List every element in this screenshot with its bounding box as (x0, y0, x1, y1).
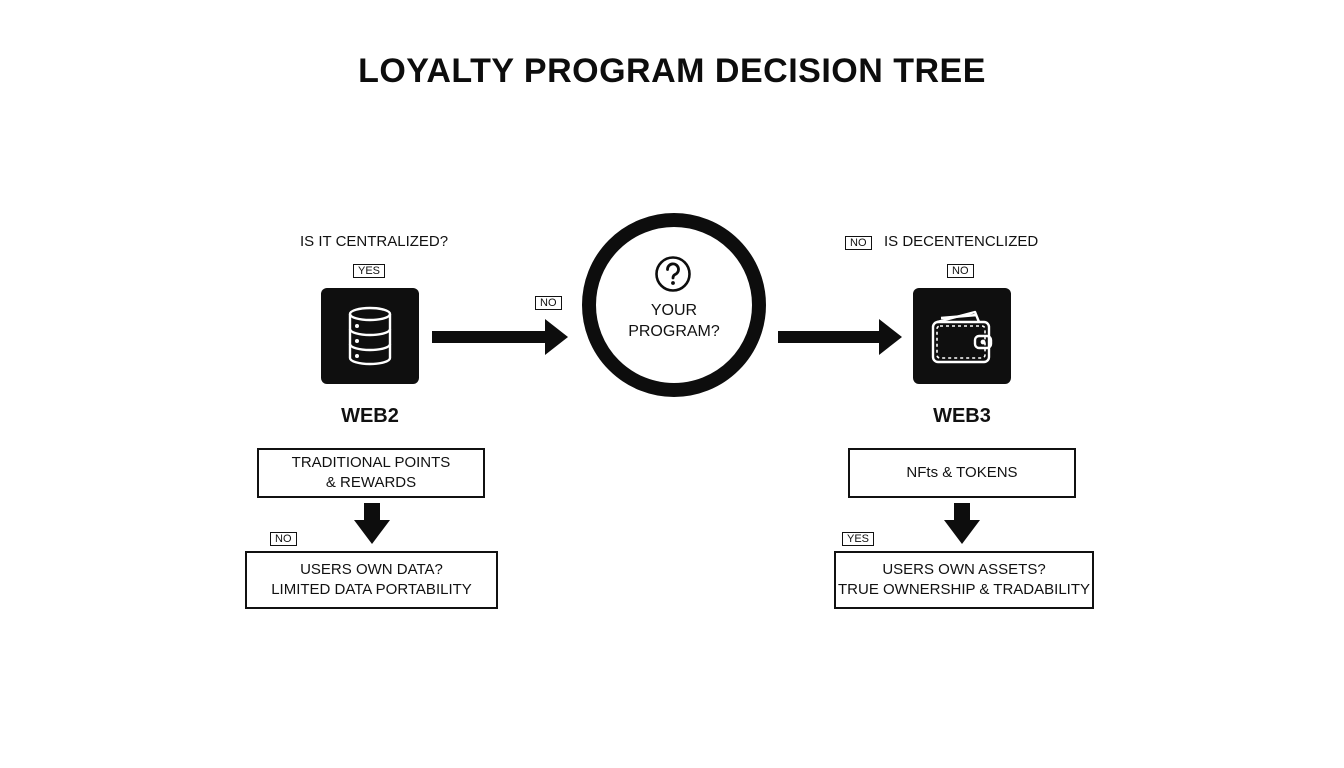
arrow-center-to-web3 (778, 319, 902, 355)
database-icon (348, 306, 392, 366)
left-question: IS IT CENTRALIZED? (300, 233, 449, 250)
web3-assets-box: USERS OWN ASSETS? TRUE OWNERSHIP & TRADA… (834, 551, 1094, 609)
web2-data-line2: LIMITED DATA PORTABILITY (271, 581, 472, 598)
wallet-icon (931, 310, 993, 364)
web2-label: WEB2 (341, 405, 399, 427)
left-bottom-tag: NO (270, 532, 297, 546)
center-edge-tag: NO (535, 296, 562, 310)
web3-assets-line2: TRUE OWNERSHIP & TRADABILITY (838, 581, 1090, 598)
arrow-down-right (944, 503, 980, 544)
web3-assets-line1: USERS OWN ASSETS? (882, 561, 1046, 578)
web3-outcome-line1: NFts & TOKENS (906, 464, 1018, 481)
diagram-title: LOYALTY PROGRAM DECISION TREE (358, 52, 986, 90)
arrow-web2-to-center (432, 319, 568, 355)
web2-data-line1: USERS OWN DATA? (300, 561, 443, 578)
center-label-line2: PROGRAM? (628, 323, 720, 340)
arrow-down-left (354, 503, 390, 544)
left-top-tag: YES (353, 264, 386, 278)
center-node-label: YOUR PROGRAM? (582, 300, 766, 342)
web3-icon-tile (913, 288, 1011, 384)
right-question: IS DECENTENCLIZED (884, 233, 1039, 250)
right-question-tag: NO (845, 236, 872, 250)
web3-outcome-box: NFts & TOKENS (848, 448, 1076, 498)
question-mark-icon (655, 256, 691, 292)
right-top-tag: NO (947, 264, 974, 278)
web3-label: WEB3 (933, 405, 991, 427)
web2-icon-tile (321, 288, 419, 384)
right-bottom-tag: YES (842, 532, 875, 546)
center-label-line1: YOUR (650, 302, 698, 319)
web2-outcome-line2: & REWARDS (325, 474, 417, 491)
web2-outcome-line1: TRADITIONAL POINTS (291, 454, 451, 471)
web2-data-box: USERS OWN DATA? LIMITED DATA PORTABILITY (245, 551, 498, 609)
web2-outcome-box: TRADITIONAL POINTS & REWARDS (257, 448, 485, 498)
